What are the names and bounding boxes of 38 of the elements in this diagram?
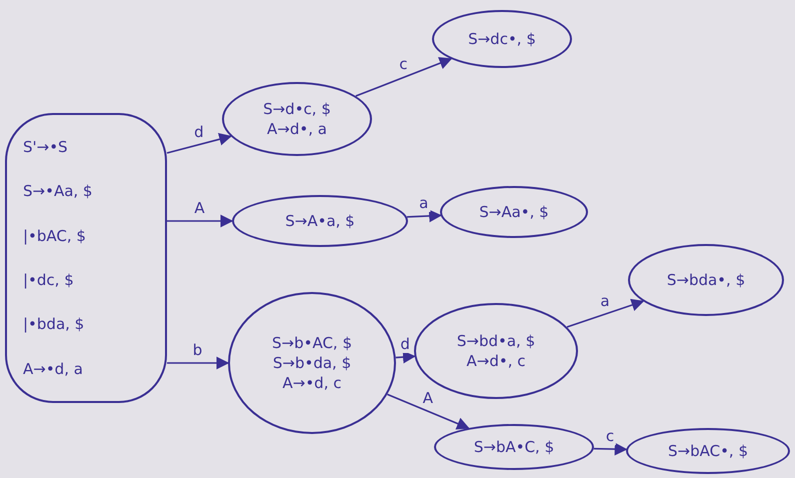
state-ellipse (432, 10, 572, 68)
lr-item: |•bda, $ (23, 314, 84, 335)
lr-item: S→•Aa, $ (23, 181, 92, 202)
arrow (387, 394, 470, 430)
lr-item: S→d•c, $ (263, 98, 331, 119)
arrow (166, 133, 232, 154)
lr-item: S'→•S (23, 137, 68, 158)
arrow (594, 442, 628, 456)
state-ellipse (222, 82, 372, 156)
state-ellipse (628, 244, 784, 316)
initial-state-box (5, 113, 167, 403)
state-ellipse (228, 292, 396, 434)
lr-item: S→bd•a, $ (456, 330, 536, 351)
arrow (566, 298, 644, 328)
state-ellipse (434, 424, 594, 470)
state-ellipse (232, 195, 408, 247)
lr-item: A→•d, c (282, 373, 342, 394)
lr-item: |•bAC, $ (23, 226, 86, 246)
lr-item: A→•d, a (23, 358, 83, 379)
arrow (396, 350, 416, 364)
lr-item: S→Aa•, $ (479, 202, 549, 222)
lr-item: A→d•, c (466, 351, 526, 372)
lr-item: S→b•da, $ (272, 352, 352, 374)
state-ellipse (626, 428, 790, 474)
lr-item: S→b•AC, $ (272, 332, 352, 353)
arrow (167, 214, 234, 228)
lr-item: S→bA•C, $ (474, 436, 554, 458)
edge-label: d (398, 334, 412, 353)
arrow (167, 356, 230, 370)
state-ellipse (440, 186, 588, 238)
lr-item: |•dc, $ (23, 270, 74, 290)
lr-item: S→dc•, $ (468, 28, 536, 50)
lr-item: S→A•a, $ (285, 210, 355, 232)
lr-item: A→d•, a (267, 119, 327, 140)
lr-item: S→bAC•, $ (668, 440, 748, 462)
arrow (356, 57, 452, 97)
arrow (406, 210, 442, 222)
lr-item: S→bda•, $ (666, 270, 746, 290)
